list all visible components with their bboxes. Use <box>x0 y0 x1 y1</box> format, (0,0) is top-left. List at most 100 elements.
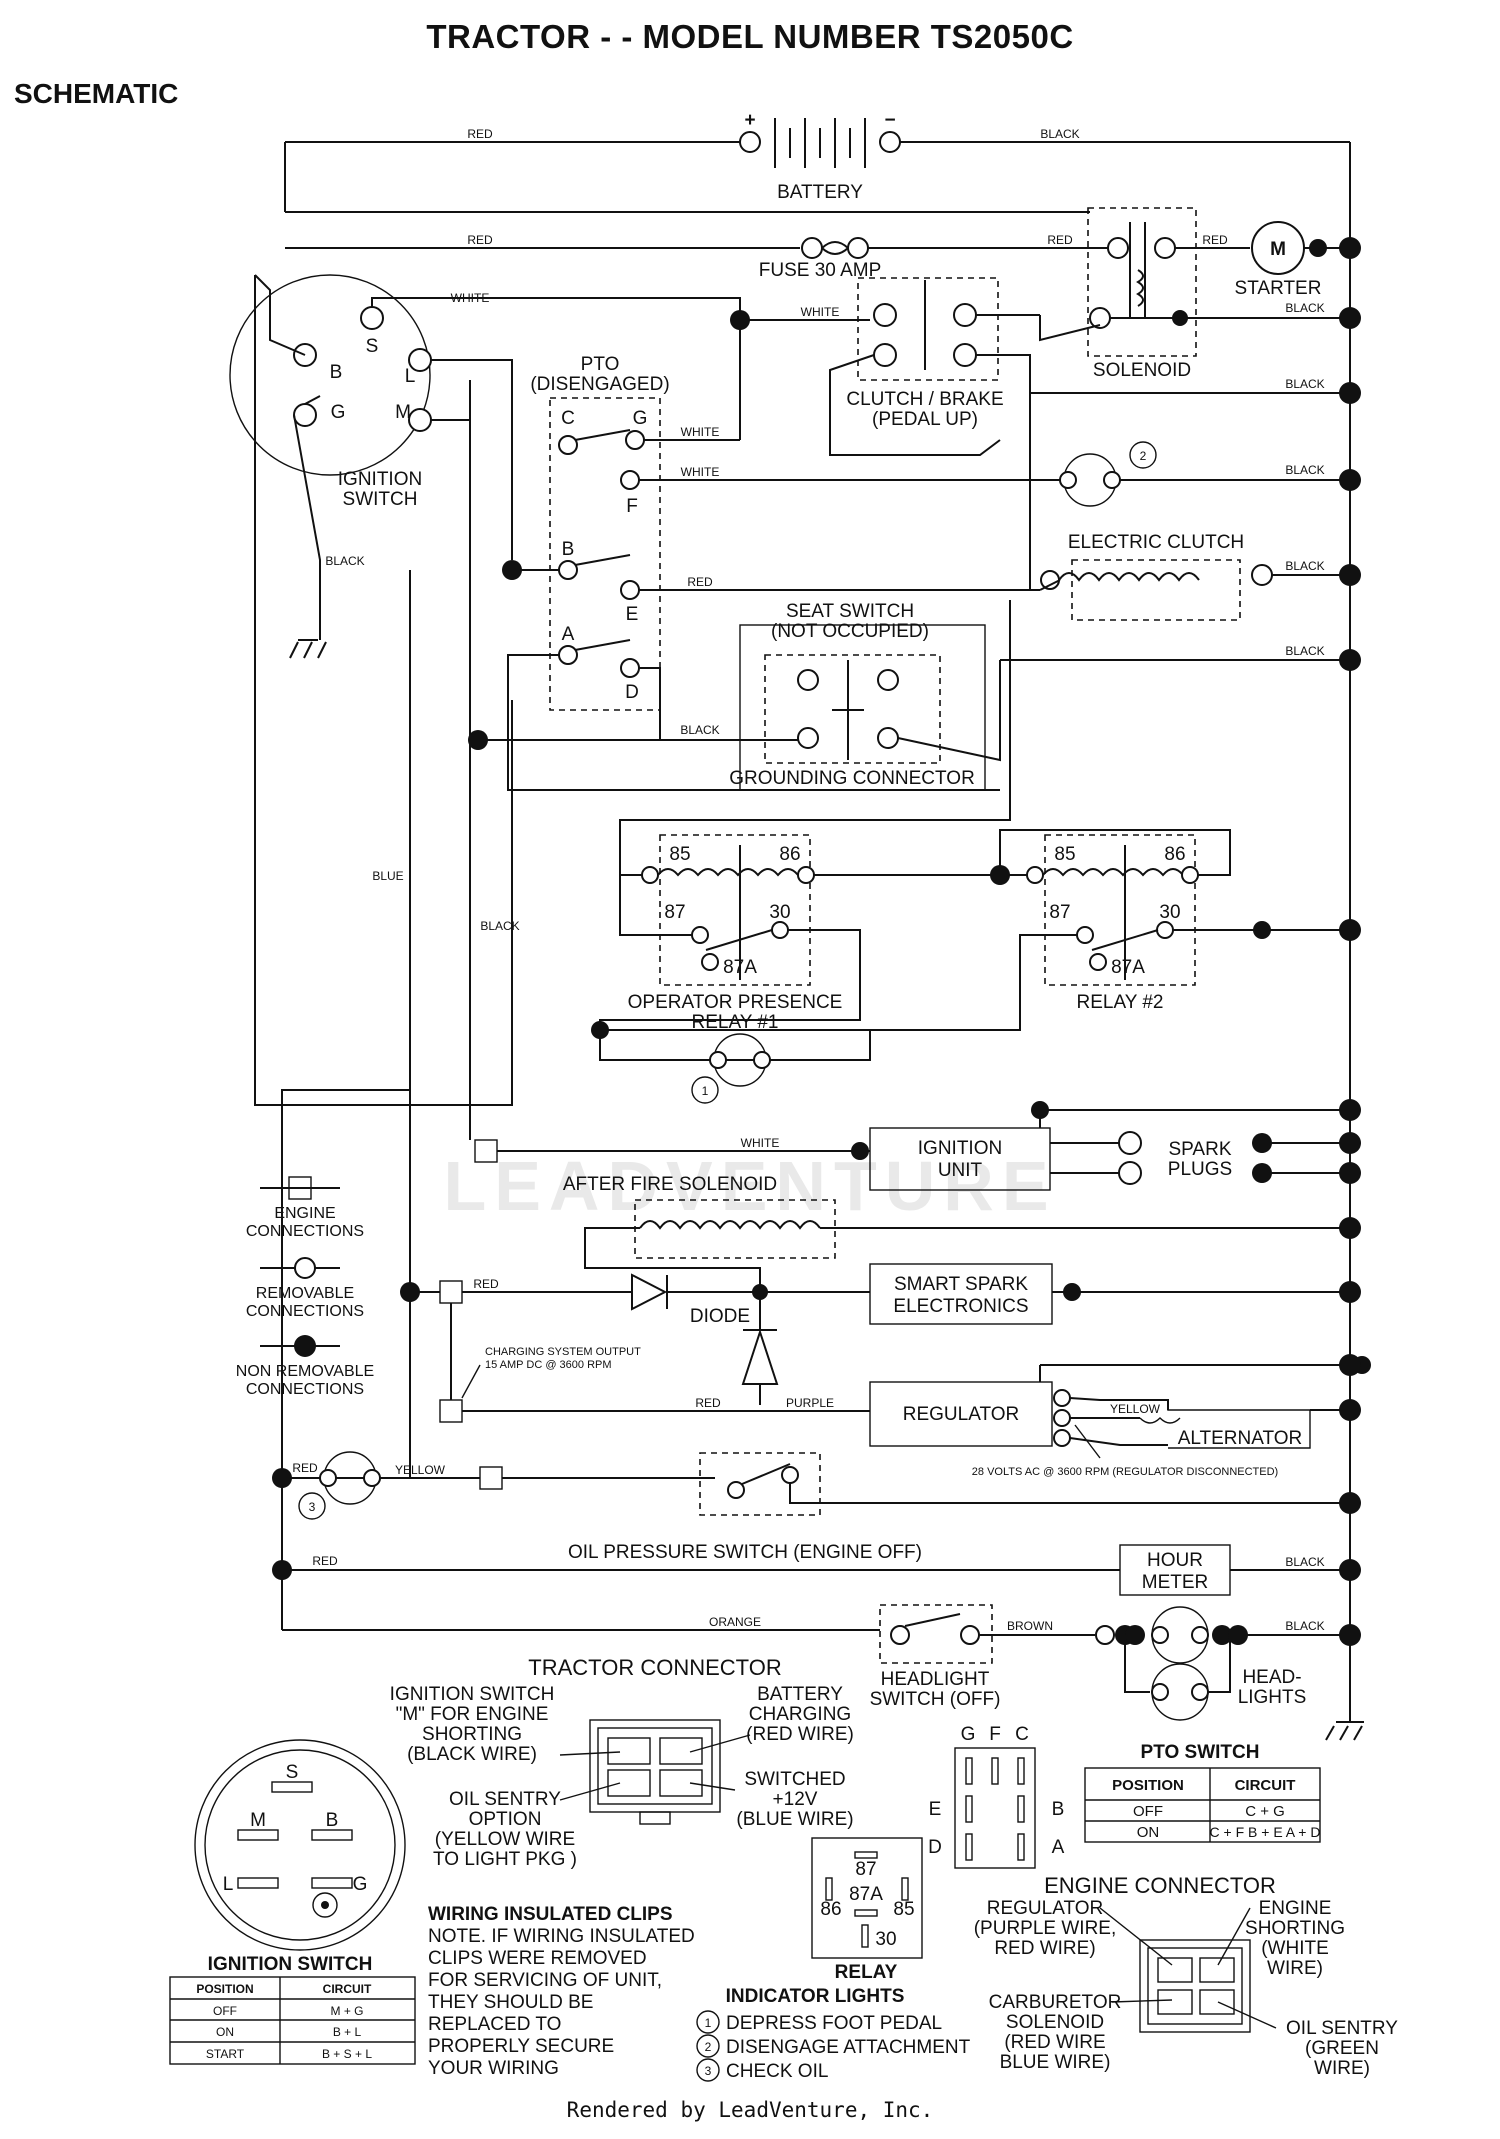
svg-text:(NOT OCCUPIED): (NOT OCCUPIED) <box>771 621 929 642</box>
svg-text:BLACK: BLACK <box>1285 559 1324 573</box>
svg-text:C + G: C + G <box>1245 1803 1285 1820</box>
starter-m: M <box>1270 239 1286 260</box>
svg-text:CHARGING SYSTEM OUTPUT: CHARGING SYSTEM OUTPUT <box>485 1346 641 1358</box>
svg-text:G: G <box>353 1874 368 1895</box>
ground-bus <box>1325 248 1364 1741</box>
svg-text:G: G <box>961 1724 976 1745</box>
ignition-switch: S B L G M IGNITION SWITCH BLACK WHITE <box>229 274 741 1106</box>
svg-text:WHITE: WHITE <box>681 465 720 479</box>
svg-text:WHITE: WHITE <box>681 425 720 439</box>
svg-text:ENGINE: ENGINE <box>1259 1898 1332 1919</box>
svg-text:IGNITION SWITCH: IGNITION SWITCH <box>208 1954 373 1975</box>
svg-text:BLACK: BLACK <box>1285 1619 1324 1633</box>
svg-text:L: L <box>405 366 416 387</box>
svg-text:REGULATOR: REGULATOR <box>903 1404 1020 1425</box>
svg-text:(PEDAL UP): (PEDAL UP) <box>872 409 978 430</box>
svg-text:NOTE. IF WIRING INSULATED: NOTE. IF WIRING INSULATED <box>428 1926 695 1947</box>
svg-text:ENGINE CONNECTOR: ENGINE CONNECTOR <box>1044 1873 1276 1898</box>
indicator-lights-legend: INDICATOR LIGHTS 1 DEPRESS FOOT PEDAL 2 … <box>696 1986 971 2082</box>
svg-text:B: B <box>326 1810 339 1831</box>
svg-text:OFF: OFF <box>1133 1803 1163 1820</box>
svg-text:WHITE: WHITE <box>801 305 840 319</box>
svg-text:M: M <box>250 1810 266 1831</box>
svg-text:WIRING INSULATED CLIPS: WIRING INSULATED CLIPS <box>428 1904 673 1925</box>
svg-text:(PURPLE WIRE,: (PURPLE WIRE, <box>974 1918 1117 1939</box>
footer-credit: Rendered by LeadVenture, Inc. <box>566 2098 934 2122</box>
svg-text:(RED WIRE): (RED WIRE) <box>746 1724 854 1745</box>
svg-text:WHITE: WHITE <box>741 1136 780 1150</box>
fuse-solenoid-starter: FUSE 30 AMP RED RED SOLENOID M STARTER R… <box>285 207 1361 381</box>
svg-text:ELECTRIC CLUTCH: ELECTRIC CLUTCH <box>1068 532 1244 553</box>
svg-text:BLACK: BLACK <box>1285 301 1324 315</box>
svg-text:POSITION: POSITION <box>196 1982 253 1996</box>
svg-text:SHORTING: SHORTING <box>1245 1918 1345 1939</box>
svg-text:1: 1 <box>702 1084 709 1098</box>
svg-text:SHORTING: SHORTING <box>422 1724 522 1745</box>
svg-text:RED: RED <box>1202 233 1228 247</box>
svg-text:RELAY: RELAY <box>835 1962 898 1983</box>
svg-text:OIL PRESSURE SWITCH (ENGINE OF: OIL PRESSURE SWITCH (ENGINE OFF) <box>568 1542 922 1563</box>
battery-plus: + <box>744 110 755 131</box>
svg-text:DIODE: DIODE <box>690 1306 750 1327</box>
after-fire-solenoid: AFTER FIRE SOLENOID <box>563 1174 1361 1292</box>
svg-text:1: 1 <box>705 2016 712 2030</box>
svg-text:30: 30 <box>1159 902 1180 923</box>
svg-text:PURPLE: PURPLE <box>786 1396 834 1410</box>
svg-text:2: 2 <box>1140 449 1147 463</box>
svg-text:THEY SHOULD BE: THEY SHOULD BE <box>428 1992 593 2013</box>
svg-text:OPERATOR PRESENCE: OPERATOR PRESENCE <box>628 992 843 1013</box>
svg-text:15 AMP DC @ 3600 RPM: 15 AMP DC @ 3600 RPM <box>485 1359 612 1371</box>
svg-text:BLACK: BLACK <box>1285 377 1324 391</box>
svg-text:PROPERLY SECURE: PROPERLY SECURE <box>428 2036 614 2057</box>
svg-text:B: B <box>562 539 575 560</box>
svg-text:ON: ON <box>1137 1824 1160 1841</box>
watermark: LEADVENTURE <box>443 1147 1056 1225</box>
svg-text:(DISENGAGED): (DISENGAGED) <box>530 374 669 395</box>
svg-text:BLACK: BLACK <box>1040 127 1079 141</box>
connection-legend: ENGINE CONNECTIONS REMOVABLE CONNECTIONS… <box>236 1176 374 1398</box>
svg-text:87: 87 <box>664 902 685 923</box>
svg-text:CONNECTIONS: CONNECTIONS <box>246 1303 364 1320</box>
svg-text:A: A <box>562 624 575 645</box>
svg-text:WIRE): WIRE) <box>1267 1958 1323 1979</box>
relay-1: 85 86 87 30 87A OPERATOR PRESENCE RELAY … <box>591 834 1000 1104</box>
svg-text:RED: RED <box>687 575 713 589</box>
wiring-clips-note: WIRING INSULATED CLIPS NOTE. IF WIRING I… <box>428 1904 695 2079</box>
svg-text:CONNECTIONS: CONNECTIONS <box>246 1223 364 1240</box>
diode-smartspark: RED DIODE SMART SPARK ELECTRONICS <box>400 1090 1361 1478</box>
svg-text:E: E <box>929 1799 942 1820</box>
svg-text:28 VOLTS AC @ 3600 RPM (REGULA: 28 VOLTS AC @ 3600 RPM (REGULATOR DISCON… <box>972 1466 1278 1478</box>
svg-text:86: 86 <box>779 844 800 865</box>
svg-text:OFF: OFF <box>213 2004 237 2018</box>
headlights: ORANGE HEADLIGHT SWITCH (OFF) BROWN BLAC… <box>282 1604 1361 1721</box>
svg-text:CARBURETOR: CARBURETOR <box>989 1992 1122 2013</box>
relay-pinout: 87 86 87A 85 30 RELAY <box>811 1837 923 1983</box>
svg-text:+12V: +12V <box>773 1789 818 1810</box>
svg-text:(BLUE WIRE): (BLUE WIRE) <box>736 1809 853 1830</box>
svg-text:PTO SWITCH: PTO SWITCH <box>1141 1742 1260 1763</box>
svg-text:BLACK: BLACK <box>325 554 364 568</box>
svg-text:CIRCUIT: CIRCUIT <box>323 1982 372 1996</box>
svg-text:RED: RED <box>473 1277 499 1291</box>
starter-label: STARTER <box>1235 278 1322 299</box>
svg-text:RED: RED <box>695 1396 721 1410</box>
svg-text:UNIT: UNIT <box>938 1160 983 1181</box>
svg-text:(WHITE: (WHITE <box>1261 1938 1329 1959</box>
svg-text:87A: 87A <box>1111 957 1145 978</box>
svg-text:RED: RED <box>1047 233 1073 247</box>
svg-text:TRACTOR CONNECTOR: TRACTOR CONNECTOR <box>528 1655 781 1680</box>
svg-text:S: S <box>286 1762 299 1783</box>
battery: + − BATTERY RED BLACK <box>284 110 1351 248</box>
relay-2: 85 86 87 30 87A RELAY #2 <box>870 829 1361 1031</box>
pto-switch-table: G F C E D B A PTO SWITCH POSITION CIRCUI… <box>928 1724 1321 1869</box>
svg-text:DISENGAGE ATTACHMENT: DISENGAGE ATTACHMENT <box>726 2037 971 2058</box>
svg-text:SWITCH (OFF): SWITCH (OFF) <box>870 1689 1001 1710</box>
fuse-label: FUSE 30 AMP <box>759 260 882 281</box>
svg-text:B + S + L: B + S + L <box>322 2047 372 2061</box>
svg-text:METER: METER <box>1142 1572 1209 1593</box>
svg-text:AFTER FIRE SOLENOID: AFTER FIRE SOLENOID <box>563 1174 777 1195</box>
svg-text:SPARK: SPARK <box>1168 1139 1231 1160</box>
svg-text:TO LIGHT PKG ): TO LIGHT PKG ) <box>433 1849 577 1870</box>
svg-text:REPLACED TO: REPLACED TO <box>428 2014 561 2035</box>
